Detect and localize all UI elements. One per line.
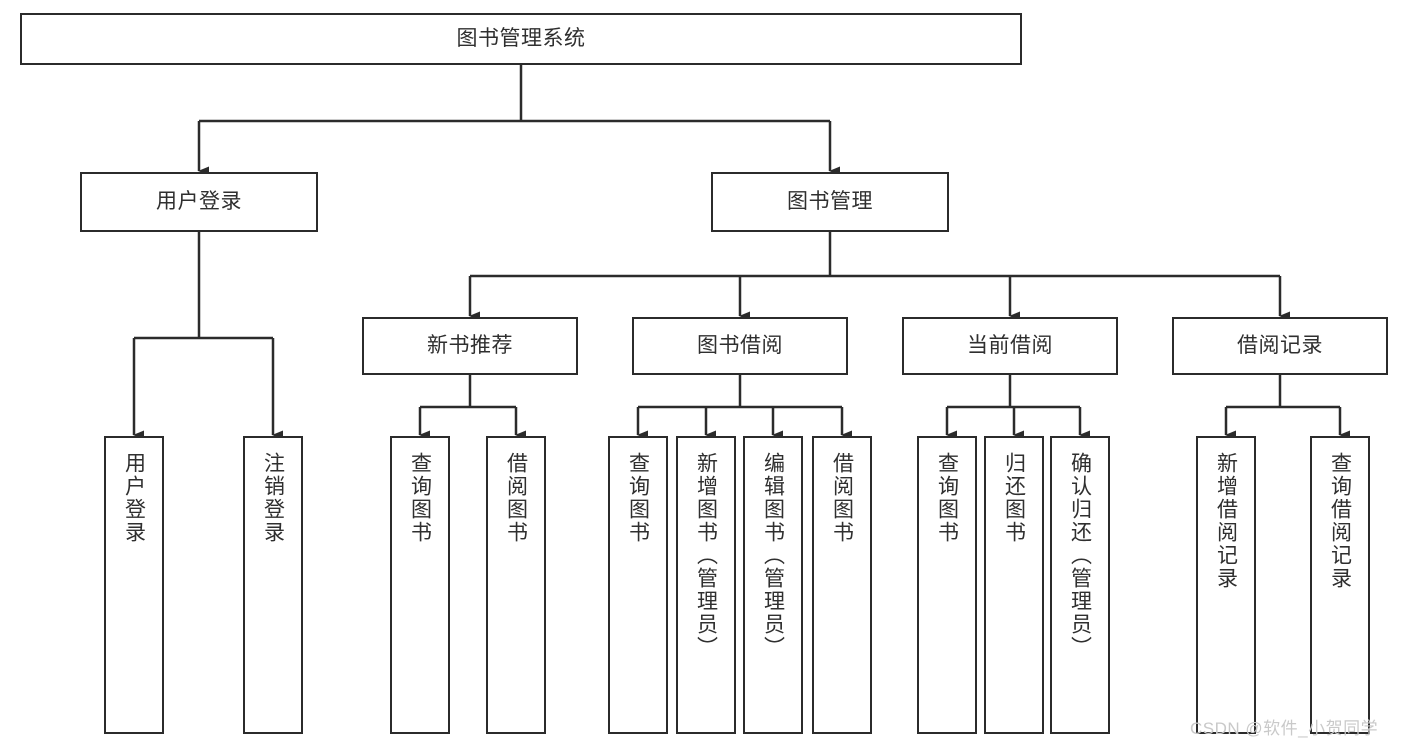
node-label: 归还图书 bbox=[1002, 452, 1026, 544]
node-label: 查询图书 bbox=[626, 452, 650, 544]
node-label: 图书借阅 bbox=[697, 333, 783, 357]
node-leaf-add-book: 新增图书（管理员） bbox=[676, 436, 736, 734]
node-label: 新增图书（管理员） bbox=[694, 452, 718, 659]
node-label: 图书管理系统 bbox=[456, 26, 586, 50]
node-leaf-confirm: 确认归还（管理员） bbox=[1050, 436, 1110, 734]
node-label: 借阅图书 bbox=[830, 452, 854, 544]
node-leaf-user-login: 用户登录 bbox=[104, 436, 164, 734]
node-new-book-rec: 新书推荐 bbox=[362, 317, 578, 375]
node-leaf-query-1: 查询图书 bbox=[390, 436, 450, 734]
node-label: 用户登录 bbox=[122, 452, 146, 544]
node-user-login: 用户登录 bbox=[80, 172, 318, 232]
node-leaf-return: 归还图书 bbox=[984, 436, 1044, 734]
node-current-borrow: 当前借阅 bbox=[902, 317, 1118, 375]
watermark: CSDN @软件_小贺同学 bbox=[1190, 719, 1379, 738]
node-label: 注销登录 bbox=[261, 452, 285, 544]
node-book-borrow: 图书借阅 bbox=[632, 317, 848, 375]
node-label: 借阅记录 bbox=[1237, 333, 1323, 357]
node-label: 当前借阅 bbox=[967, 333, 1053, 357]
node-label: 编辑图书（管理员） bbox=[761, 452, 785, 659]
node-leaf-query-2: 查询图书 bbox=[608, 436, 668, 734]
node-label: 查询借阅记录 bbox=[1328, 452, 1352, 590]
node-label: 查询图书 bbox=[935, 452, 959, 544]
node-label: 新书推荐 bbox=[427, 333, 513, 357]
node-borrow-record: 借阅记录 bbox=[1172, 317, 1388, 375]
node-leaf-query-3: 查询图书 bbox=[917, 436, 977, 734]
node-leaf-logout: 注销登录 bbox=[243, 436, 303, 734]
node-book-manage: 图书管理 bbox=[711, 172, 949, 232]
node-leaf-query-rec: 查询借阅记录 bbox=[1310, 436, 1370, 734]
node-label: 新增借阅记录 bbox=[1214, 452, 1238, 590]
node-label: 查询图书 bbox=[408, 452, 432, 544]
node-leaf-borrow-1: 借阅图书 bbox=[486, 436, 546, 734]
node-label: 借阅图书 bbox=[504, 452, 528, 544]
node-leaf-borrow-2: 借阅图书 bbox=[812, 436, 872, 734]
node-label: 确认归还（管理员） bbox=[1068, 452, 1092, 659]
node-leaf-add-rec: 新增借阅记录 bbox=[1196, 436, 1256, 734]
node-label: 图书管理 bbox=[787, 189, 873, 213]
node-label: 用户登录 bbox=[156, 189, 242, 213]
node-leaf-edit-book: 编辑图书（管理员） bbox=[743, 436, 803, 734]
node-root: 图书管理系统 bbox=[20, 13, 1022, 65]
